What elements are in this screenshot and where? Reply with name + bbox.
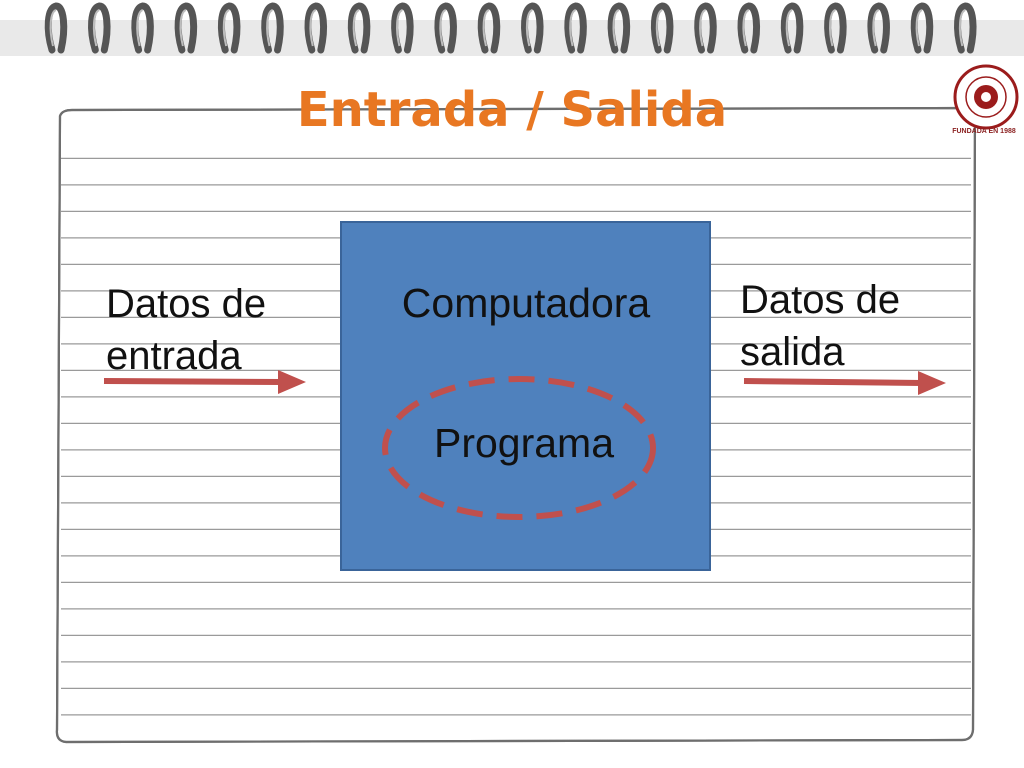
spiral-ring xyxy=(780,2,804,54)
spiral-ring xyxy=(131,2,154,54)
spiral-ring-highlight xyxy=(612,9,620,47)
spiral-ring xyxy=(910,2,934,54)
spiral-ring-highlight xyxy=(829,9,836,47)
spiral-ring xyxy=(607,2,631,54)
spiral-ring-highlight xyxy=(309,9,317,47)
spiral-ring-highlight xyxy=(352,9,360,47)
spiral-ring-highlight xyxy=(482,9,490,47)
program-ellipse xyxy=(382,376,656,520)
spiral-ring-highlight xyxy=(439,9,447,47)
notebook-spiral xyxy=(0,0,1024,56)
logo-caption: FUNDADA EN 1988 xyxy=(952,128,1016,135)
spiral-ring xyxy=(44,2,68,54)
spiral-ring-highlight xyxy=(525,9,533,47)
spiral-ring xyxy=(304,2,328,54)
input-arrow xyxy=(103,370,306,394)
computer-box xyxy=(340,221,711,571)
output-data-label: Datos de salida xyxy=(740,274,900,378)
input-data-label: Datos de entrada xyxy=(106,278,266,382)
spiral-ring-highlight xyxy=(92,9,100,47)
spiral-ring xyxy=(521,2,544,54)
spiral-ring-highlight xyxy=(958,9,966,47)
spiral-ring-highlight xyxy=(396,9,403,47)
spiral-ring xyxy=(477,2,501,54)
spiral-ring xyxy=(694,2,717,54)
input-label-line2: entrada xyxy=(106,334,242,378)
spiral-ring-highlight xyxy=(872,9,880,47)
program-label: Programa xyxy=(433,420,614,466)
spiral-ring-highlight xyxy=(49,9,57,47)
university-seal-icon xyxy=(953,64,1019,130)
spiral-ring xyxy=(954,2,977,54)
spiral-ring-highlight xyxy=(785,9,793,47)
spiral-ring xyxy=(564,2,587,54)
spiral-ring-highlight xyxy=(915,9,923,47)
spiral-ring xyxy=(261,2,284,54)
output-arrow xyxy=(743,371,946,395)
spiral-ring-highlight xyxy=(222,9,230,47)
spiral-ring xyxy=(391,2,414,54)
spiral-ring-highlight xyxy=(266,9,274,47)
spiral-ring xyxy=(867,2,890,54)
input-label-line1: Datos de xyxy=(106,282,267,326)
slide-title: Entrada / Salida xyxy=(296,82,728,138)
computer-label: Computadora xyxy=(401,280,651,326)
spiral-ring xyxy=(824,2,847,54)
spiral-ring xyxy=(174,2,198,54)
spiral-ring-highlight xyxy=(179,9,187,47)
spiral-ring xyxy=(650,2,674,54)
spiral-ring-highlight xyxy=(136,9,144,47)
spiral-ring-highlight xyxy=(742,9,750,47)
spiral-ring xyxy=(434,2,457,54)
spiral-rings xyxy=(44,2,977,54)
spiral-ring xyxy=(347,2,371,54)
output-label-line1: Datos de xyxy=(740,278,901,322)
spiral-ring-highlight xyxy=(699,9,707,47)
spiral-ring xyxy=(88,2,111,54)
spiral-ring xyxy=(737,2,761,54)
spiral-ring xyxy=(217,2,241,54)
spiral-ring-highlight xyxy=(569,9,577,47)
output-label-line2: salida xyxy=(740,330,845,374)
spiral-ring-highlight xyxy=(655,9,663,47)
